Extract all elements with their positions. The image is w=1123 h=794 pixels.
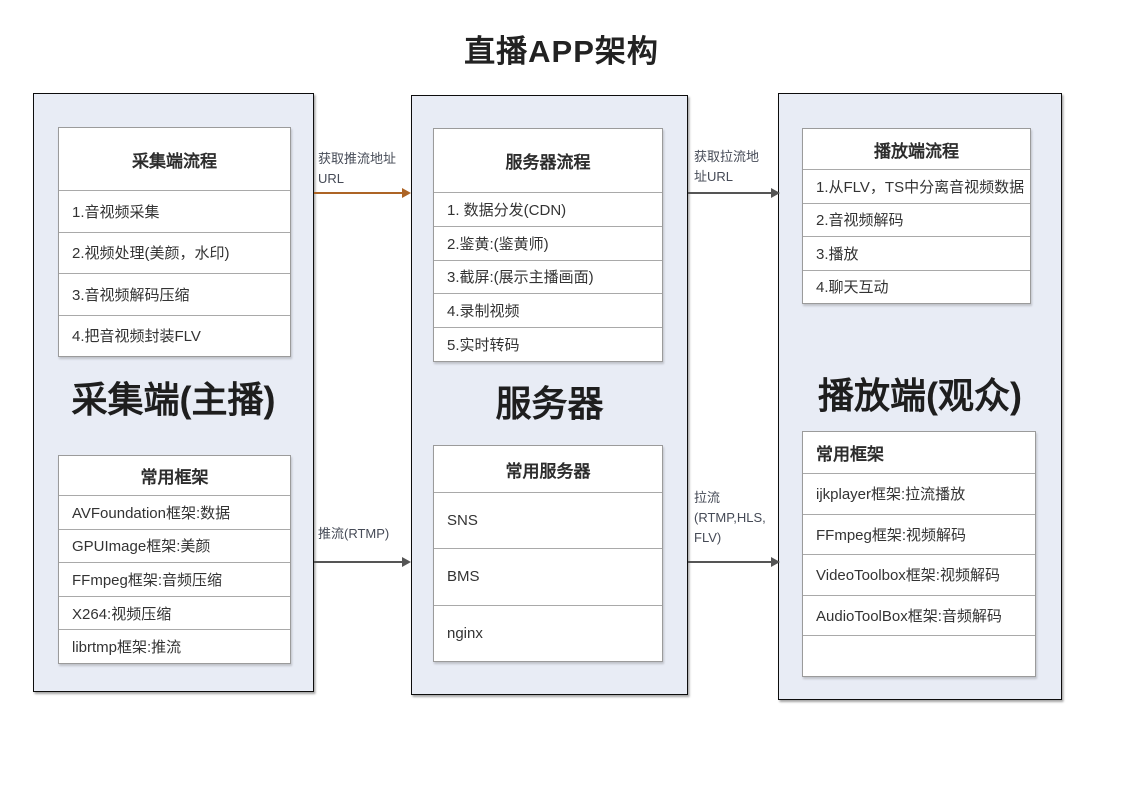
push-url-arrow-label: 获取推流地址 URL [318, 151, 397, 186]
capture-flow-box: 采集端流程 1.音视频采集 2.视频处理(美颜，水印) 3.音视频解码压缩 4.… [58, 127, 291, 357]
player-frameworks-box: 常用框架 ijkplayer框架:拉流播放 FFmpeg框架:视频解码 Vide… [802, 431, 1036, 677]
pull-url-arrow [688, 188, 780, 198]
diagram-title: 直播APP架构 [464, 34, 659, 69]
player-flow-header: 播放端流程 [874, 141, 959, 161]
push-url-arrow [314, 188, 411, 198]
flow-step: 2.视频处理(美颜，水印) [59, 231, 290, 274]
capture-big-label: 采集端(主播) [71, 379, 276, 420]
flow-step: 3.音视频解码压缩 [59, 273, 290, 315]
framework-item: X264:视频压缩 [59, 595, 290, 630]
flow-step: 3.截屏:(展示主播画面) [434, 259, 662, 294]
capture-panel: 采集端流程 1.音视频采集 2.视频处理(美颜，水印) 3.音视频解码压缩 4.… [33, 93, 314, 692]
flow-step: 1.音视频采集 [59, 190, 290, 232]
framework-item: librtmp框架:推流 [59, 629, 290, 663]
server-flow-header: 服务器流程 [505, 153, 591, 172]
push-rtmp-arrow [314, 557, 411, 567]
player-frameworks-header: 常用框架 [816, 445, 884, 464]
pull-stream-arrow-label: 拉流 (RTMP,HLS, FLV) [694, 490, 766, 545]
flow-step: 4.录制视频 [434, 293, 662, 327]
framework-item: FFmpeg框架:音频压缩 [59, 562, 290, 596]
flow-step: 4.聊天互动 [803, 269, 1030, 304]
player-panel: 播放端流程 1.从FLV，TS中分离音视频数据 2.音视频解码 3.播放 4.聊… [778, 93, 1062, 700]
capture-frameworks-header: 常用框架 [140, 468, 209, 487]
framework-item: AudioToolBox框架:音频解码 [803, 594, 1035, 636]
capture-frameworks-box: 常用框架 AVFoundation框架:数据 GPUImage框架:美颜 FFm… [58, 455, 291, 664]
flow-step: 3.播放 [803, 236, 1030, 270]
pull-stream-arrow [688, 557, 780, 567]
server-frameworks-box: 常用服务器 SNS BMS nginx [433, 445, 663, 662]
server-big-label: 服务器 [495, 383, 604, 424]
framework-item: VideoToolbox框架:视频解码 [803, 554, 1035, 595]
server-frameworks-header: 常用服务器 [505, 461, 591, 481]
framework-item: FFmpeg框架:视频解码 [803, 513, 1035, 555]
push-rtmp-arrow-label: 推流(RTMP) [318, 526, 390, 541]
player-flow-box: 播放端流程 1.从FLV，TS中分离音视频数据 2.音视频解码 3.播放 4.聊… [802, 128, 1031, 304]
framework-item: ijkplayer框架:拉流播放 [803, 473, 1035, 514]
player-big-label: 播放端(观众) [818, 375, 1022, 416]
framework-item: GPUImage框架:美颜 [59, 528, 290, 563]
server-panel: 服务器流程 1. 数据分发(CDN) 2.鉴黄:(鉴黄师) 3.截屏:(展示主播… [411, 95, 688, 695]
flow-step: 5.实时转码 [434, 327, 662, 361]
framework-item-empty [803, 635, 1035, 676]
flow-step: 1.从FLV，TS中分离音视频数据 [803, 169, 1030, 203]
server-item: nginx [434, 604, 662, 661]
flow-step: 1. 数据分发(CDN) [434, 192, 662, 226]
server-item: SNS [434, 492, 662, 548]
flow-step: 2.音视频解码 [803, 202, 1030, 237]
flow-step: 2.鉴黄:(鉴黄师) [434, 225, 662, 260]
server-flow-box: 服务器流程 1. 数据分发(CDN) 2.鉴黄:(鉴黄师) 3.截屏:(展示主播… [433, 128, 663, 362]
flow-step: 4.把音视频封装FLV [59, 314, 290, 357]
server-item: BMS [434, 548, 662, 604]
capture-flow-header: 采集端流程 [132, 151, 217, 171]
pull-url-arrow-label: 获取拉流地 址URL [694, 149, 760, 184]
framework-item: AVFoundation框架:数据 [59, 495, 290, 529]
